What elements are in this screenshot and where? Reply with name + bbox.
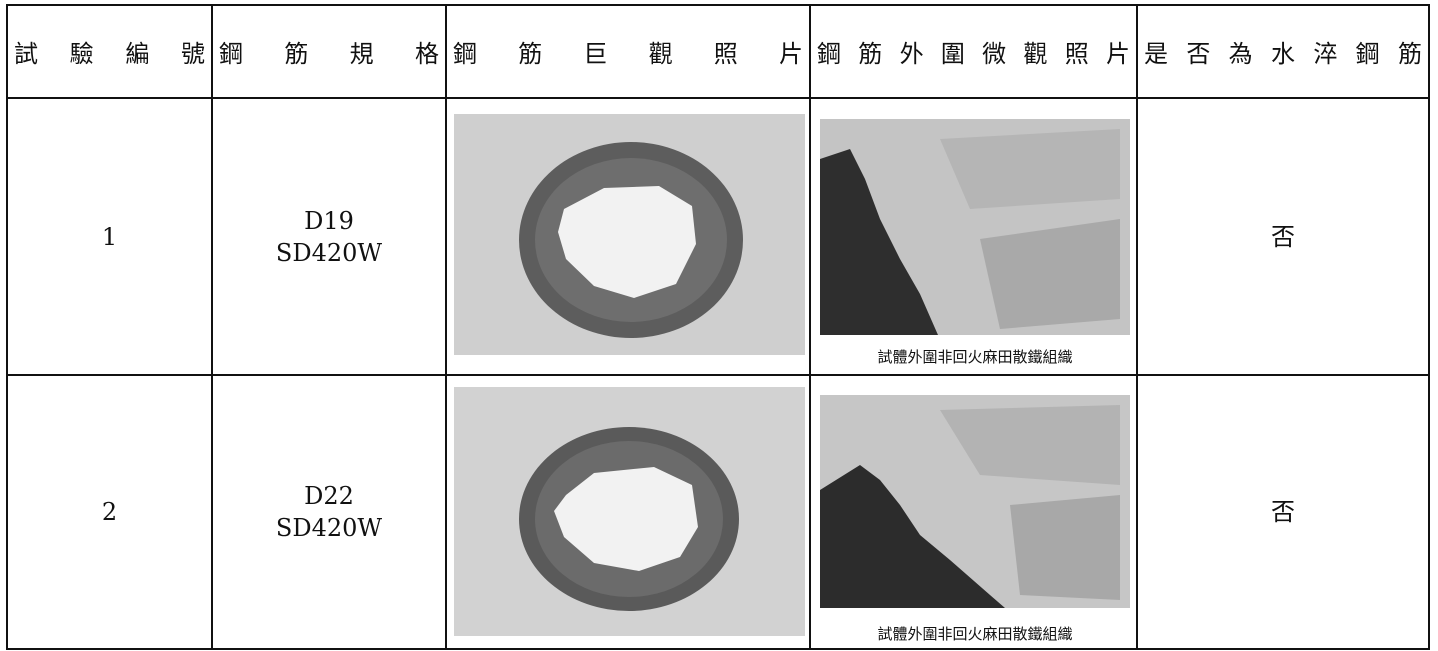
header-char: 片 bbox=[778, 40, 803, 68]
header-char: 鋼 bbox=[453, 40, 477, 68]
header-char: 照 bbox=[1064, 40, 1089, 68]
header-char: 號 bbox=[180, 40, 205, 68]
header-char: 照 bbox=[713, 40, 738, 68]
header-test-number: 試 驗 編 號 bbox=[8, 6, 211, 97]
rebar-size: D22 bbox=[304, 482, 354, 510]
quenched-result-value: 否 bbox=[1271, 498, 1295, 526]
header-char: 鋼 bbox=[817, 40, 841, 68]
rebar-cross-section-image bbox=[454, 114, 805, 355]
row-divider bbox=[8, 97, 1428, 99]
macro-photo bbox=[454, 114, 805, 355]
header-char: 觀 bbox=[1023, 40, 1048, 68]
micro-photo bbox=[820, 119, 1130, 335]
header-char: 是 bbox=[1144, 40, 1168, 68]
microstructure-image bbox=[820, 395, 1130, 608]
header-char: 鋼 bbox=[1355, 40, 1380, 68]
quenched-result: 否 bbox=[1138, 376, 1428, 648]
rebar-spec: D19 SD420W bbox=[213, 99, 445, 374]
macro-photo bbox=[454, 387, 805, 636]
header-char: 片 bbox=[1105, 40, 1130, 68]
test-number-value: 2 bbox=[101, 498, 118, 526]
header-char: 外 bbox=[899, 40, 924, 68]
test-number-value: 1 bbox=[101, 222, 118, 251]
header-char: 筋 bbox=[518, 40, 543, 68]
rebar-test-table: 試 驗 編 號 鋼 筋 規 格 鋼 筋 巨 觀 照 片 鋼 筋 外 圍 微 觀 … bbox=[6, 4, 1430, 650]
column-divider bbox=[211, 6, 213, 648]
micro-photo-caption: 試體外圍非回火麻田散鐵組織 bbox=[877, 625, 1073, 643]
rebar-spec: D22 SD420W bbox=[213, 376, 445, 648]
rebar-grade: SD420W bbox=[275, 238, 383, 267]
micro-photo-caption: 試體外圍非回火麻田散鐵組織 bbox=[877, 348, 1073, 366]
header-char: 筋 bbox=[1397, 40, 1422, 68]
header-char: 筋 bbox=[284, 40, 309, 68]
row-divider bbox=[8, 374, 1428, 376]
header-macro-photo: 鋼 筋 巨 觀 照 片 bbox=[447, 6, 809, 97]
header-is-quenched: 是 否 為 水 淬 鋼 筋 bbox=[1138, 6, 1428, 97]
micro-photo bbox=[820, 395, 1130, 608]
column-divider bbox=[445, 6, 447, 648]
rebar-grade: SD420W bbox=[275, 514, 383, 542]
header-char: 驗 bbox=[69, 40, 94, 68]
header-char: 試 bbox=[14, 40, 38, 68]
header-char: 圍 bbox=[940, 40, 965, 68]
column-divider bbox=[1136, 6, 1138, 648]
header-char: 為 bbox=[1228, 40, 1253, 68]
header-char: 巨 bbox=[583, 40, 608, 68]
header-char: 觀 bbox=[648, 40, 673, 68]
header-char: 規 bbox=[349, 40, 374, 68]
microstructure-image bbox=[820, 119, 1130, 335]
header-char: 否 bbox=[1186, 40, 1211, 68]
quenched-result: 否 bbox=[1138, 99, 1428, 374]
column-divider bbox=[809, 6, 811, 648]
header-char: 筋 bbox=[858, 40, 883, 68]
header-char: 微 bbox=[982, 40, 1007, 68]
quenched-result-value: 否 bbox=[1271, 222, 1295, 251]
header-char: 淬 bbox=[1313, 40, 1338, 68]
header-rebar-spec: 鋼 筋 規 格 bbox=[213, 6, 445, 97]
test-number: 2 bbox=[8, 376, 211, 648]
header-micro-photo: 鋼 筋 外 圍 微 觀 照 片 bbox=[811, 6, 1136, 97]
rebar-size: D19 bbox=[304, 206, 354, 235]
header-char: 編 bbox=[125, 40, 150, 68]
header-char: 格 bbox=[414, 40, 439, 68]
rebar-cross-section-image bbox=[454, 387, 805, 636]
test-number: 1 bbox=[8, 99, 211, 374]
header-char: 水 bbox=[1270, 40, 1295, 68]
header-char: 鋼 bbox=[219, 40, 243, 68]
